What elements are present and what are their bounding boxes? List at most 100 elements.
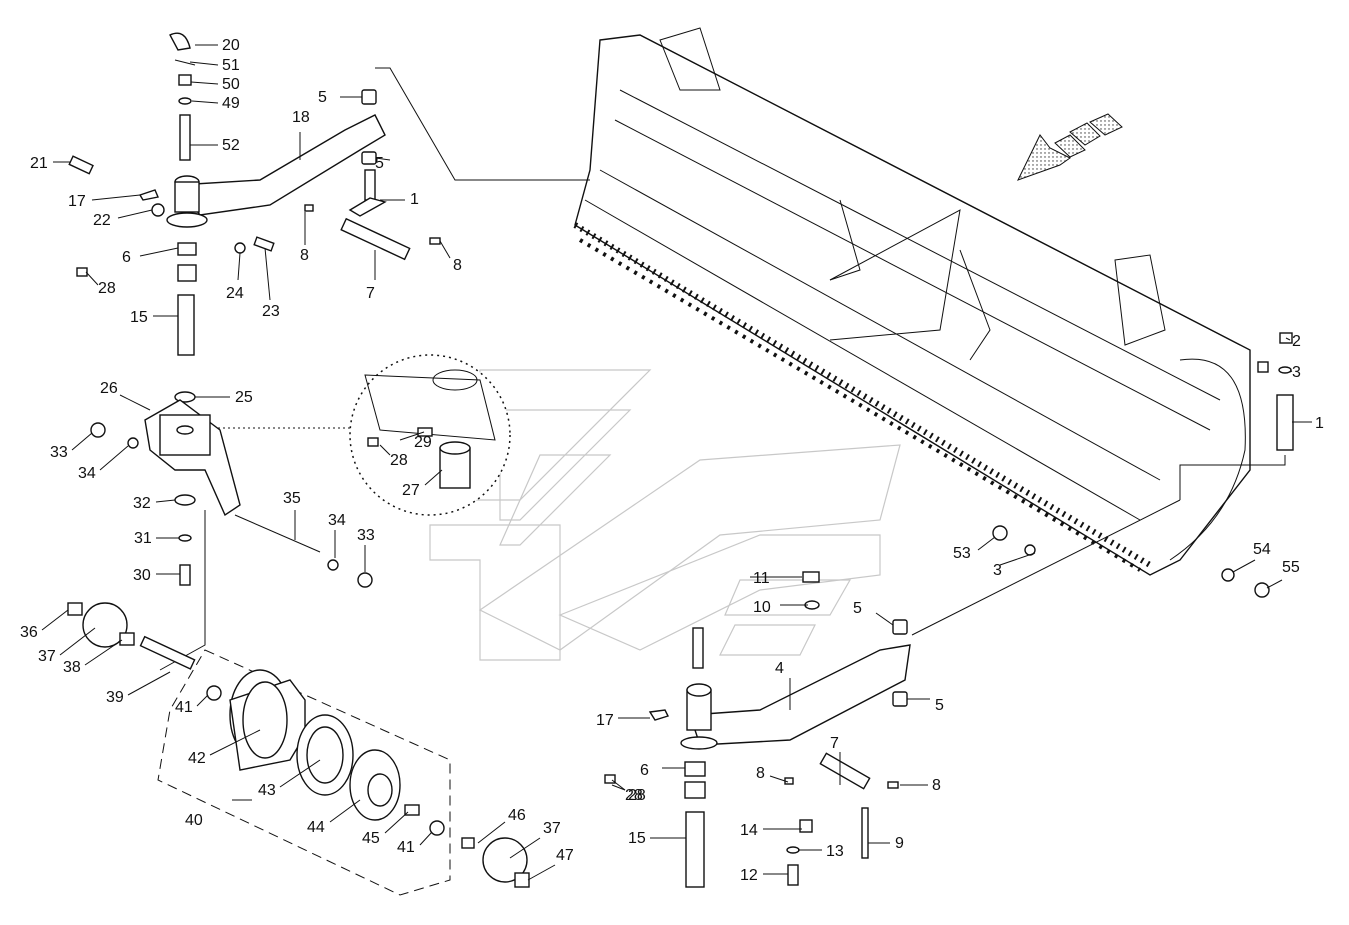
callout-leader bbox=[1285, 337, 1291, 341]
callout-leader bbox=[155, 499, 176, 503]
callout-number: 49 bbox=[222, 95, 240, 112]
callout-number: 44 bbox=[307, 819, 325, 836]
callout-leader bbox=[41, 609, 69, 631]
callout-leader bbox=[84, 639, 123, 666]
callout-leader bbox=[477, 821, 506, 844]
header-frame bbox=[573, 27, 1251, 576]
callout-number: 29 bbox=[414, 434, 432, 451]
upper-left-arm-assembly bbox=[68, 32, 590, 403]
callout-leader bbox=[329, 799, 361, 823]
callout-leader bbox=[875, 612, 894, 626]
callout-leader bbox=[71, 432, 93, 451]
callout-number: 53 bbox=[953, 545, 971, 562]
callout-leader bbox=[99, 445, 129, 471]
callout-number: 8 bbox=[453, 257, 462, 274]
callout-number: 22 bbox=[93, 212, 111, 229]
callout-number: 35 bbox=[283, 490, 301, 507]
bracket-assembly bbox=[90, 399, 373, 671]
callout-number: 46 bbox=[508, 807, 526, 824]
callout-number: 15 bbox=[130, 309, 148, 326]
callout-number: 6 bbox=[122, 249, 131, 266]
callout-leader bbox=[119, 394, 151, 411]
callout-number: 28 bbox=[98, 280, 116, 297]
callout-number: 34 bbox=[328, 512, 346, 529]
callout-number: 28 bbox=[625, 787, 643, 804]
callout-number: 7 bbox=[830, 735, 839, 752]
callout-number: 31 bbox=[134, 530, 152, 547]
callout-number: 43 bbox=[258, 782, 276, 799]
callout-number: 33 bbox=[50, 444, 68, 461]
callout-leader bbox=[264, 247, 271, 301]
callout-number: 1 bbox=[410, 191, 419, 208]
callout-number: 28 bbox=[390, 452, 408, 469]
callout-number: 13 bbox=[826, 843, 844, 860]
callout-number: 7 bbox=[366, 285, 375, 302]
callout-leader bbox=[190, 81, 219, 85]
callout-number: 40 bbox=[185, 812, 203, 829]
callout-number: 36 bbox=[20, 624, 38, 641]
callout-number: 38 bbox=[63, 659, 81, 676]
callout-number: 3 bbox=[1292, 364, 1301, 381]
callout-number: 30 bbox=[133, 567, 151, 584]
callout-leader bbox=[196, 694, 209, 707]
callout-leader bbox=[59, 627, 96, 656]
callout-number: 18 bbox=[292, 109, 310, 126]
callout-leader bbox=[769, 775, 789, 783]
callout-leader bbox=[237, 252, 241, 281]
callout-number: 37 bbox=[38, 648, 56, 665]
callout-number: 42 bbox=[188, 750, 206, 767]
callout-leader bbox=[424, 469, 443, 486]
callout-leader bbox=[209, 729, 261, 756]
callout-number: 12 bbox=[740, 867, 758, 884]
callout-leader bbox=[1232, 559, 1256, 573]
callout-leader bbox=[611, 779, 626, 791]
travel-direction-arrow bbox=[1017, 113, 1123, 181]
callout-number: 41 bbox=[397, 839, 415, 856]
callout-number: 10 bbox=[753, 599, 771, 616]
callout-leader bbox=[999, 552, 1036, 566]
callout-leader bbox=[419, 831, 433, 846]
callout-number: 25 bbox=[235, 389, 253, 406]
callout-leader bbox=[399, 431, 425, 441]
callout-number: 55 bbox=[1282, 559, 1300, 576]
callout-number: 17 bbox=[68, 193, 86, 210]
callout-number: 34 bbox=[78, 465, 96, 482]
callout-leader bbox=[375, 157, 391, 161]
callout-leader bbox=[117, 209, 153, 219]
callout-number: 6 bbox=[640, 762, 649, 779]
callout-number: 24 bbox=[226, 285, 244, 302]
callout-number: 1 bbox=[1315, 415, 1324, 432]
callout-number: 14 bbox=[740, 822, 758, 839]
callout-leader bbox=[91, 194, 141, 201]
callout-number: 5 bbox=[935, 697, 944, 714]
callout-leader bbox=[611, 784, 626, 791]
callout-number: 52 bbox=[222, 137, 240, 154]
callout-number: 5 bbox=[853, 600, 862, 617]
callout-number: 51 bbox=[222, 57, 240, 74]
callout-number: 8 bbox=[300, 247, 309, 264]
callout-leader bbox=[189, 61, 219, 66]
callout-number: 28 bbox=[628, 787, 646, 804]
wheel-assembly bbox=[67, 602, 530, 896]
callout-leader bbox=[139, 247, 179, 257]
callout-leader bbox=[279, 759, 321, 788]
callout-leader bbox=[127, 671, 171, 696]
callout-leader bbox=[384, 811, 409, 834]
callout-number: 33 bbox=[357, 527, 375, 544]
callout-number: 5 bbox=[375, 155, 384, 172]
callout-number: 27 bbox=[402, 482, 420, 499]
callout-number: 54 bbox=[1253, 541, 1271, 558]
callout-leader bbox=[509, 837, 541, 859]
callout-number: 47 bbox=[556, 847, 574, 864]
callout-number: 26 bbox=[100, 380, 118, 397]
callout-leader bbox=[191, 100, 219, 104]
callout-number: 21 bbox=[30, 155, 48, 172]
callout-number: 8 bbox=[932, 777, 941, 794]
callout-leader bbox=[85, 271, 99, 286]
callout-number: 50 bbox=[222, 76, 240, 93]
callout-number: 32 bbox=[133, 495, 151, 512]
callout-number: 2 bbox=[1292, 333, 1301, 350]
detail-circle bbox=[349, 354, 511, 516]
